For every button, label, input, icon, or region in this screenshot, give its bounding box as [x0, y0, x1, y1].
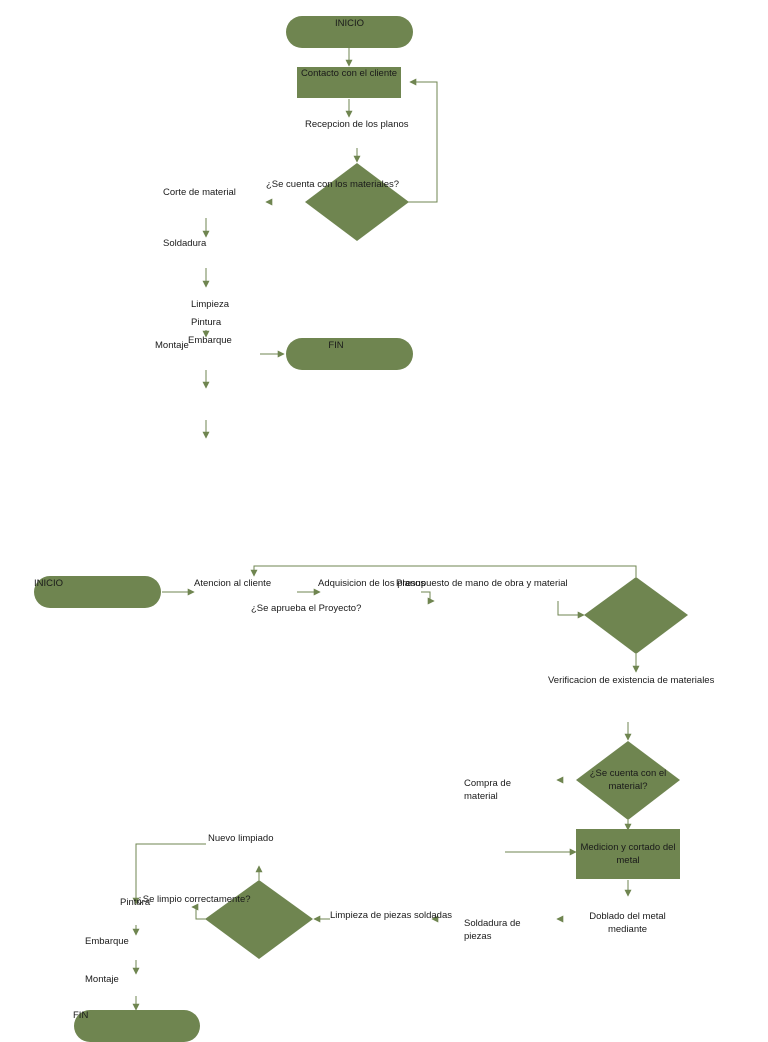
- decision-material-label: ¿Se cuenta con el material?: [589, 768, 667, 792]
- nuevo-label: Nuevo limpiado: [208, 833, 274, 844]
- end-terminal-1: [286, 338, 413, 370]
- start-terminal-1: [286, 16, 413, 48]
- connector-presupuesto-decision: [557, 601, 585, 619]
- soldadura-piezas-label: Soldadura de piezas: [464, 918, 521, 942]
- contacto-label: Contacto con el cliente: [300, 68, 398, 79]
- decision-materiales-label: ¿Se cuenta con los materiales?: [266, 179, 400, 190]
- start-label-2: INICIO: [34, 578, 64, 589]
- soldadura-label: Soldadura: [163, 238, 207, 249]
- connector-decision3-pintura: [191, 903, 208, 920]
- embarque-label: Embarque: [188, 335, 232, 346]
- pintura2-label: Pintura: [120, 897, 151, 908]
- decision-diamond-proyecto: [584, 577, 688, 654]
- embarque2-label: Embarque: [85, 936, 129, 947]
- presupuesto-label: Presupuesto de mano de obra y material: [396, 578, 568, 589]
- start-terminal-2: [34, 576, 161, 608]
- montaje-label: Montaje: [155, 340, 189, 351]
- start-label-1: INICIO: [334, 18, 365, 29]
- compra-label: Compra de material: [464, 778, 511, 802]
- end-label-1: FIN: [328, 340, 344, 351]
- decision-limpio-label: ¿Se limpio correctamente?: [137, 894, 251, 905]
- connector-decision1-loop: [408, 78, 438, 203]
- doblado-label: Doblado del metal mediante: [589, 911, 666, 935]
- pintura-label: Pintura: [191, 317, 222, 328]
- recepcion-label: Recepcion de los planos: [305, 119, 409, 130]
- connector-adquisicion-presupuesto: [421, 591, 435, 605]
- aprueba-label: ¿Se aprueba el Proyecto?: [251, 603, 362, 614]
- process-contacto: [297, 67, 401, 98]
- montaje2-label: Montaje: [85, 974, 119, 985]
- end-label-2: FIN: [73, 1010, 89, 1021]
- connector-decision-loop-top: [250, 565, 637, 577]
- decision-diamond-material: [576, 741, 680, 820]
- medicion-label: Medicion y cortado del metal: [580, 842, 676, 866]
- end-terminal-2: [74, 1010, 200, 1042]
- decision-diamond-materiales: [305, 163, 409, 241]
- verificacion-label: Verificacion de existencia de materiales: [548, 675, 715, 686]
- corte-label: Corte de material: [163, 187, 236, 198]
- limpieza-label: Limpieza: [191, 299, 230, 310]
- connector-nuevo-pintura: [132, 843, 206, 905]
- decision-diamond-limpio: [205, 880, 313, 959]
- adquisicion-label: Adquisicion de los planos: [318, 578, 426, 589]
- limpieza-piezas-label: Limpieza de piezas soldadas: [330, 910, 452, 921]
- atencion-label: Atencion al cliente: [194, 578, 272, 589]
- process-medicion: [576, 829, 680, 879]
